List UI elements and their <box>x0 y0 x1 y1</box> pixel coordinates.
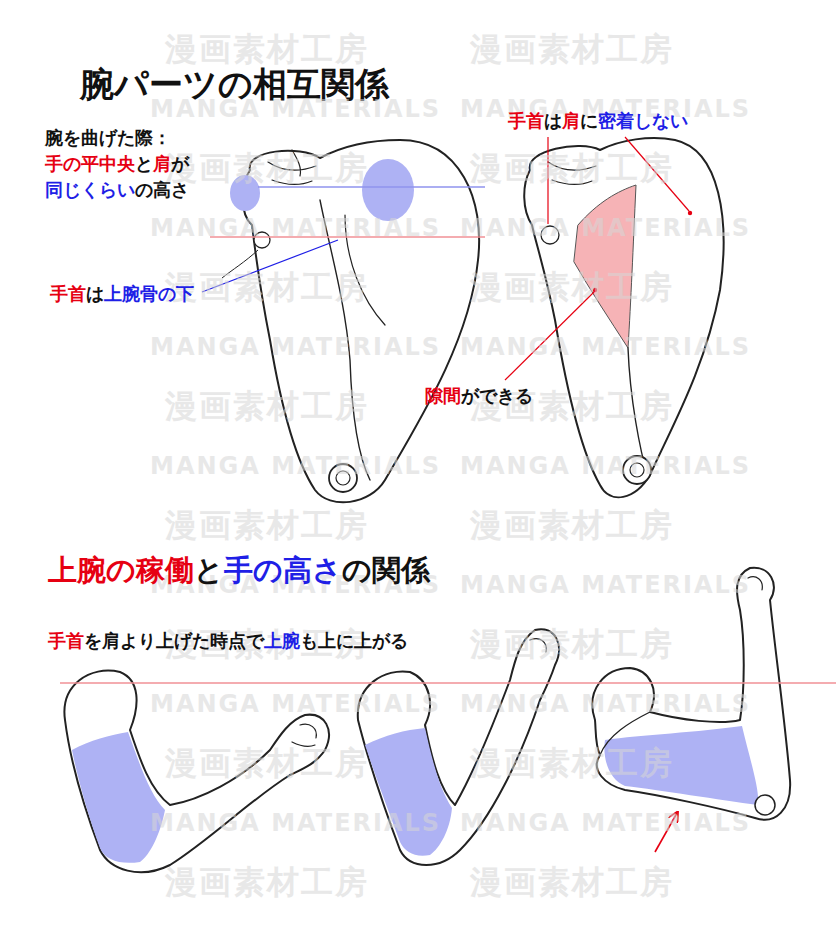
fist-detail <box>292 724 316 746</box>
watermark: MANGA MATERIALS <box>150 333 441 362</box>
callout-text: 腕を曲げた際： <box>45 127 171 148</box>
note-text: 上腕 <box>264 630 300 651</box>
callout-text-line: 隙間ができる <box>425 385 533 407</box>
section-heading: と <box>194 553 224 587</box>
callout-text: に <box>580 110 598 131</box>
watermark: 漫画素材工房 <box>165 387 369 425</box>
callout-text: は <box>544 110 562 131</box>
section-heading: 上腕の稼働 <box>48 553 194 587</box>
callout-text: 手首 <box>50 283 86 304</box>
callout-text: 肩 <box>153 153 171 174</box>
watermark: 漫画素材工房 <box>165 30 369 68</box>
callout-text-line: 手の平中央と肩が <box>45 153 189 175</box>
callout-text: 密着しない <box>598 110 688 131</box>
callout-text: は <box>86 283 104 304</box>
callout-text: が <box>171 153 189 174</box>
section-heading: 手の高さ <box>224 553 342 587</box>
watermark: 漫画素材工房 <box>470 30 674 68</box>
watermark: 漫画素材工房 <box>470 625 674 663</box>
watermark: 漫画素材工房 <box>165 268 369 306</box>
watermark: 漫画素材工房 <box>470 149 674 187</box>
watermark: 漫画素材工房 <box>470 268 674 306</box>
callout-text: 手首 <box>508 110 544 131</box>
bent-arm-front <box>243 140 479 502</box>
note-text: も上に上がる <box>300 630 408 651</box>
callout-text: と <box>135 153 153 174</box>
callout-text: の高さ <box>135 179 189 200</box>
note-text-line: 手首を肩より上げた時点で上腕も上に上がる <box>48 630 408 652</box>
callout-text: 肩 <box>562 110 580 131</box>
watermark: MANGA MATERIALS <box>460 452 751 481</box>
watermark: 漫画素材工房 <box>165 506 369 544</box>
watermark: MANGA MATERIALS <box>150 690 441 719</box>
watermark: 漫画素材工房 <box>165 744 369 782</box>
callout-text: 同じくらい <box>45 179 135 200</box>
bent-arm-front <box>524 138 723 497</box>
watermark: MANGA MATERIALS <box>150 95 441 124</box>
callout-text-line: 手首は肩に密着しない <box>508 110 688 132</box>
watermark: 漫画素材工房 <box>165 149 369 187</box>
watermark: MANGA MATERIALS <box>150 809 441 838</box>
section-heading: の関係 <box>342 553 430 587</box>
note-text: 手首 <box>48 630 84 651</box>
gap-area <box>574 185 636 348</box>
callout-text-line: 手首は上腕骨の下 <box>50 283 194 305</box>
watermark: MANGA MATERIALS <box>460 571 751 600</box>
callout-text: 隙間 <box>425 385 461 406</box>
callout-text: ができる <box>461 385 533 406</box>
shoulder-height-guide <box>60 682 836 684</box>
upper-arm-highlight <box>72 732 165 863</box>
watermark: MANGA MATERIALS <box>460 809 751 838</box>
watermark: MANGA MATERIALS <box>150 214 441 243</box>
watermark: 漫画素材工房 <box>470 744 674 782</box>
watermark: MANGA MATERIALS <box>460 333 751 362</box>
watermark: MANGA MATERIALS <box>460 214 751 243</box>
watermark: 漫画素材工房 <box>470 506 674 544</box>
watermark: MANGA MATERIALS <box>150 452 441 481</box>
callout-text-line: 腕を曲げた際： <box>45 127 171 149</box>
shoulder-mark <box>362 159 414 221</box>
callout-text: 上腕骨の下 <box>104 283 194 304</box>
elbow-mark <box>755 795 775 815</box>
note-text: を肩より上げた時点で <box>84 630 264 651</box>
watermark: MANGA MATERIALS <box>460 690 751 719</box>
watermark: 漫画素材工房 <box>165 863 369 901</box>
section-heading-line: 上腕の稼働と手の高さの関係 <box>48 553 430 588</box>
watermark: 漫画素材工房 <box>470 863 674 901</box>
callout-text-line: 同じくらいの高さ <box>45 179 189 201</box>
callout-text: 手の平中央 <box>45 153 135 174</box>
